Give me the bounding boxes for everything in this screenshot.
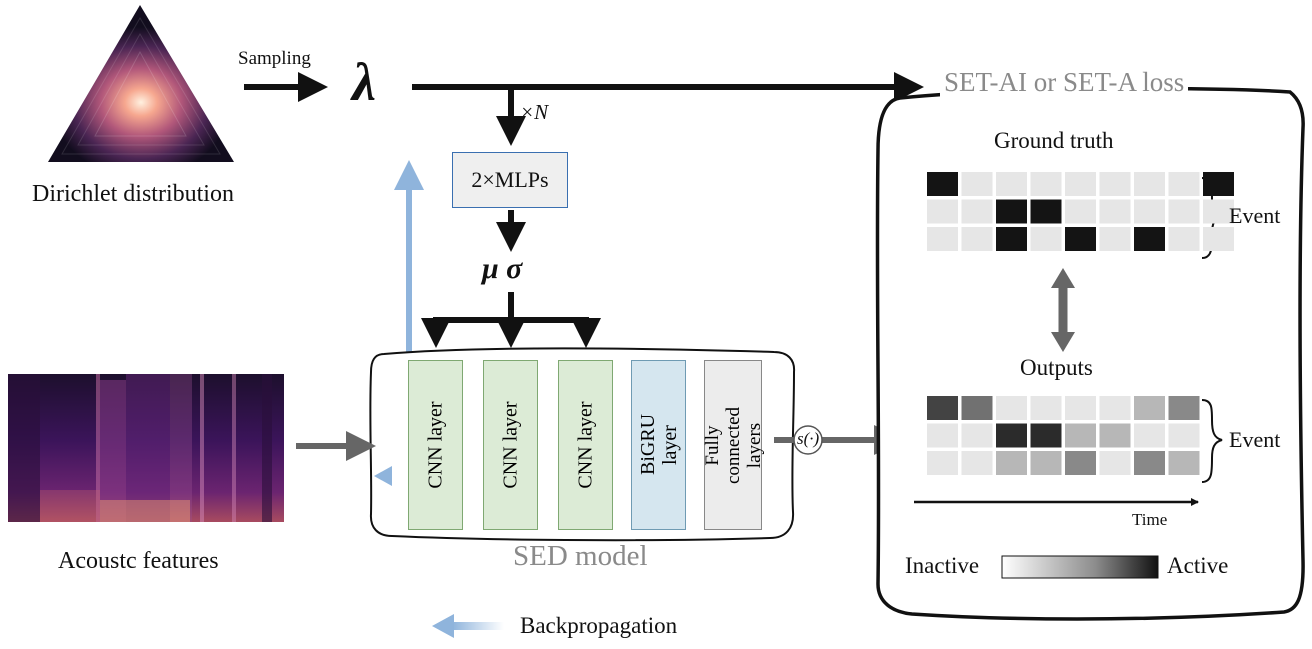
layer-fc-label: Fully connected layers xyxy=(701,406,765,484)
sigmoid-circle xyxy=(793,425,823,455)
dirichlet-simplex-image xyxy=(48,5,234,162)
outputs-cell-r2-c0 xyxy=(927,451,958,475)
layer-cnn-2-label: CNN layer xyxy=(499,401,522,489)
outputs-cell-r0-c6 xyxy=(1134,396,1165,420)
backprop-legend-bar xyxy=(452,622,504,630)
ground-truth-cell-r2-c6 xyxy=(1134,227,1165,251)
ground-truth-cell-r1-c6 xyxy=(1134,199,1165,224)
mlp-box: 2×MLPs xyxy=(452,152,568,208)
loss-label: SET-AI or SET-A loss xyxy=(940,67,1189,98)
ground-truth-cell-r1-c0 xyxy=(927,199,958,224)
outputs-cell-r2-c5 xyxy=(1099,451,1131,475)
loss-container xyxy=(875,86,1305,621)
sampling-label: Sampling xyxy=(238,48,311,69)
outputs-cell-r1-c4 xyxy=(1065,423,1096,448)
mu-sigma-label: μ σ xyxy=(482,252,523,285)
outputs-cell-r0-c7 xyxy=(1168,396,1200,420)
acoustic-features-label: Acoustc features xyxy=(58,548,219,574)
outputs-cell-r1-c7 xyxy=(1168,423,1200,448)
sed-model-container xyxy=(369,347,796,542)
ground-truth-cell-r2-c8 xyxy=(1203,227,1234,251)
ground-truth-cell-r2-c3 xyxy=(1030,227,1062,251)
ground-truth-cell-r1-c5 xyxy=(1099,199,1131,224)
outputs-cell-r1-c6 xyxy=(1134,423,1165,448)
outputs-cell-r0-c1 xyxy=(961,396,993,420)
layer-cnn-3-label: CNN layer xyxy=(574,401,597,489)
outputs-cell-r2-c2 xyxy=(996,451,1027,475)
layer-bigru: BiGRU layer xyxy=(631,360,686,530)
outputs-cell-r1-c1 xyxy=(961,423,993,448)
active-label: Active xyxy=(1167,553,1229,578)
outputs-cell-r2-c4 xyxy=(1065,451,1096,475)
compare-double-arrow xyxy=(1051,268,1075,352)
ground-truth-cell-r1-c7 xyxy=(1168,199,1200,224)
ground-truth-cell-r0-c4 xyxy=(1065,172,1096,196)
layer-cnn-1-label: CNN layer xyxy=(424,401,447,489)
ground-truth-cell-r2-c5 xyxy=(1099,227,1131,251)
outputs-label: Outputs xyxy=(1020,355,1093,380)
spectrogram-image xyxy=(8,374,284,522)
ground-truth-cell-r2-c0 xyxy=(927,227,958,251)
backprop-horizontal-arrowhead xyxy=(374,466,392,486)
ground-truth-grid xyxy=(927,172,1234,251)
backprop-legend-label: Backpropagation xyxy=(520,613,678,638)
activity-colorbar xyxy=(1001,555,1159,579)
layer-cnn-2: CNN layer xyxy=(483,360,538,530)
ground-truth-cell-r1-c8 xyxy=(1203,199,1234,224)
outputs-grid xyxy=(927,396,1200,475)
outputs-cell-r2-c6 xyxy=(1134,451,1165,475)
layer-bigru-label: BiGRU layer xyxy=(636,413,681,475)
outputs-cell-r1-c3 xyxy=(1030,423,1062,448)
outputs-cell-r1-c2 xyxy=(996,423,1027,448)
outputs-cell-r2-c3 xyxy=(1030,451,1062,475)
ground-truth-cell-r1-c4 xyxy=(1065,199,1096,224)
layer-fully-connected: Fully connected layers xyxy=(701,360,765,530)
ground-truth-cell-r0-c6 xyxy=(1134,172,1165,196)
event-brace-bottom xyxy=(1201,399,1223,483)
ground-truth-cell-r2-c1 xyxy=(961,227,993,251)
ground-truth-cell-r0-c7 xyxy=(1168,172,1200,196)
ground-truth-cell-r0-c0 xyxy=(927,172,958,196)
ground-truth-cell-r1-c1 xyxy=(961,199,993,224)
sigmoid-label: s(·) xyxy=(797,429,820,448)
ground-truth-cell-r0-c1 xyxy=(961,172,993,196)
outputs-cell-r2-c7 xyxy=(1168,451,1200,475)
outputs-cell-r0-c0 xyxy=(927,396,958,420)
ground-truth-cell-r0-c2 xyxy=(996,172,1027,196)
ground-truth-cell-r2-c7 xyxy=(1168,227,1200,251)
params-to-cnn-arrows xyxy=(421,292,601,348)
time-label: Time xyxy=(1132,510,1168,529)
mlp-label: 2×MLPs xyxy=(471,167,549,192)
ground-truth-cell-r2-c4 xyxy=(1065,227,1096,251)
lambda-symbol: λ xyxy=(352,52,376,112)
ground-truth-label: Ground truth xyxy=(994,128,1114,153)
layer-cnn-3: CNN layer xyxy=(558,360,613,530)
inactive-label: Inactive xyxy=(905,553,980,578)
outputs-cell-r1-c0 xyxy=(927,423,958,448)
ground-truth-cell-r0-c8 xyxy=(1203,172,1234,196)
layer-cnn-1: CNN layer xyxy=(408,360,463,530)
event-label-bottom: Event xyxy=(1229,427,1281,452)
ground-truth-cell-r2-c2 xyxy=(996,227,1027,251)
ground-truth-cell-r0-c3 xyxy=(1030,172,1062,196)
outputs-cell-r0-c2 xyxy=(996,396,1027,420)
outputs-cell-r0-c4 xyxy=(1065,396,1096,420)
repeat-n-label: ×N xyxy=(520,100,549,124)
ground-truth-cell-r1-c2 xyxy=(996,199,1027,224)
ground-truth-cell-r0-c5 xyxy=(1099,172,1131,196)
outputs-cell-r2-c1 xyxy=(961,451,993,475)
sed-model-label: SED model xyxy=(513,540,648,572)
event-label-top: Event xyxy=(1229,203,1281,228)
dirichlet-label: Dirichlet distribution xyxy=(32,181,234,207)
outputs-cell-r0-c5 xyxy=(1099,396,1131,420)
ground-truth-cell-r1-c3 xyxy=(1030,199,1062,224)
outputs-cell-r0-c3 xyxy=(1030,396,1062,420)
outputs-cell-r1-c5 xyxy=(1099,423,1131,448)
backprop-legend-arrowhead xyxy=(432,614,454,638)
